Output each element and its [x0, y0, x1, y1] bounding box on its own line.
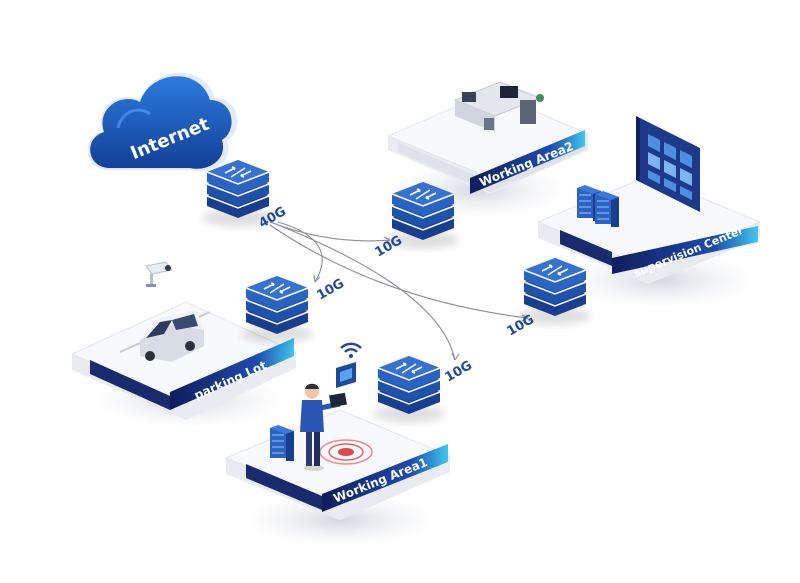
platform-working-area2: Working Area2	[386, 81, 590, 218]
internet-cloud: Internet	[87, 72, 238, 171]
cloud-icon	[87, 72, 238, 171]
platform-parking-lot: parking Lot	[70, 301, 298, 428]
server-rack-icon	[269, 424, 295, 462]
link-speed-parking-lot: 10G	[315, 276, 347, 303]
platform-working-area1: Working Area1	[224, 362, 452, 546]
switch-parking-lot	[241, 276, 313, 343]
network-switch-icon	[241, 276, 313, 343]
network-switch-icon	[373, 356, 445, 423]
person-icon	[300, 383, 347, 471]
switch-working-area1	[373, 356, 445, 423]
link-core-to-working-area1	[277, 224, 456, 361]
monitor-icon	[636, 116, 700, 212]
cctv-camera-icon	[145, 261, 173, 287]
link-core-to-supervision	[269, 224, 529, 319]
office-desk-icon	[453, 81, 544, 132]
platform-supervision-center: supervision Center	[536, 116, 762, 308]
link-core-to-parking-lot	[277, 221, 323, 283]
tablet-icon	[336, 362, 356, 388]
link-speed-working-area1: 10G	[443, 358, 475, 385]
van-icon	[140, 310, 204, 362]
wifi-icon	[340, 342, 362, 358]
